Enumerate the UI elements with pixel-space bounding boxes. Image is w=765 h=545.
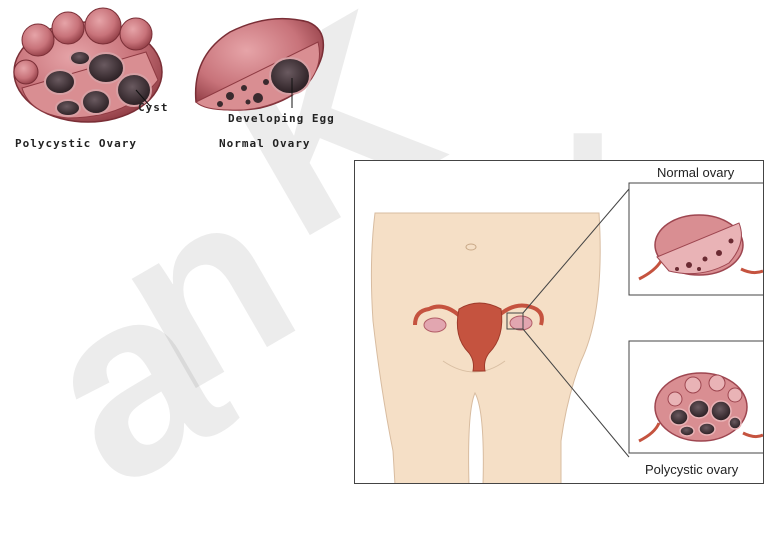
anatomy-panel: Normal ovary Polycystic ovary xyxy=(354,160,764,484)
polycystic-ovary-inset-label: Polycystic ovary xyxy=(645,462,738,477)
watermark-glyph-n: n xyxy=(71,132,336,444)
cyst xyxy=(82,90,110,114)
cyst xyxy=(699,423,715,435)
cyst xyxy=(56,100,80,116)
cyst xyxy=(711,401,731,421)
watermark-glyph-a: a xyxy=(0,214,270,545)
cyst xyxy=(70,51,90,65)
cyst xyxy=(729,417,741,429)
right-ovary xyxy=(510,316,532,330)
cyst xyxy=(45,70,75,94)
cyst-label: Cyst xyxy=(138,101,169,114)
cyst xyxy=(88,53,124,83)
cyst xyxy=(670,409,688,425)
pelvis-diagram xyxy=(355,161,764,484)
polycystic-ovary-label: Polycystic Ovary xyxy=(15,137,137,150)
left-ovary xyxy=(424,318,446,332)
cyst xyxy=(680,426,694,436)
normal-ovary-label: Normal Ovary xyxy=(219,137,310,150)
normal-ovary-illustration xyxy=(190,16,330,111)
developing-egg-follicle xyxy=(270,58,310,94)
cyst xyxy=(689,400,709,418)
normal-ovary-inset-label: Normal ovary xyxy=(657,165,734,180)
developing-egg-label: Developing Egg xyxy=(228,112,335,125)
